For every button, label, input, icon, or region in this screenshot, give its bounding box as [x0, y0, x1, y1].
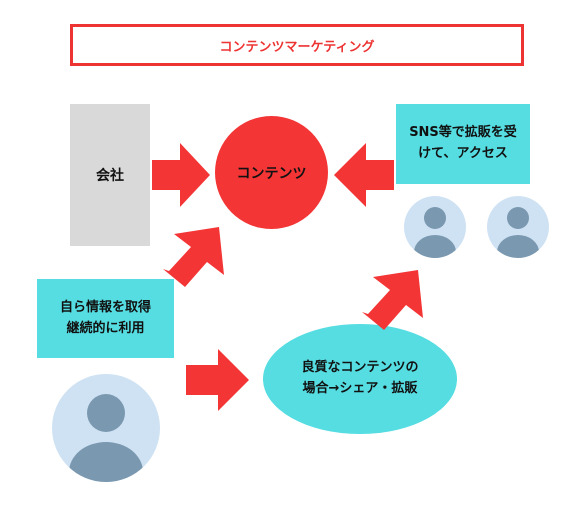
quality-ellipse: 良質なコンテンツの 場合→シェア・拡販 — [263, 324, 457, 434]
content-circle: コンテンツ — [215, 116, 328, 229]
user-avatar-icon — [52, 374, 160, 482]
diagram-title: コンテンツマーケティング — [70, 24, 524, 66]
user-avatar-icon — [487, 196, 549, 258]
content-label: コンテンツ — [236, 165, 307, 182]
sns-line-2: けて、アクセス — [418, 146, 508, 161]
self-line-2: 継続的に利用 — [66, 320, 145, 336]
arrow-company-to-content — [152, 143, 210, 207]
arrow-self-to-quality — [186, 349, 249, 411]
quality-line-1: 良質なコンテンツの — [301, 360, 419, 376]
company-label: 会社 — [96, 168, 124, 184]
arrow-sns-to-content — [334, 143, 394, 207]
company-box: 会社 — [70, 104, 150, 246]
arrow-quality-to-sns — [362, 270, 423, 330]
arrow-self-to-content — [163, 227, 224, 287]
self-line-1: 自ら情報を取得 — [59, 299, 151, 315]
quality-line-2: 場合→シェア・拡販 — [302, 381, 418, 396]
self-acquire-box: 自ら情報を取得 継続的に利用 — [37, 279, 174, 358]
sns-box: SNS等で拡販を受 けて、アクセス — [396, 104, 530, 184]
user-avatar-icon — [404, 196, 466, 258]
sns-line-1: SNS等で拡販を受 — [409, 125, 517, 141]
